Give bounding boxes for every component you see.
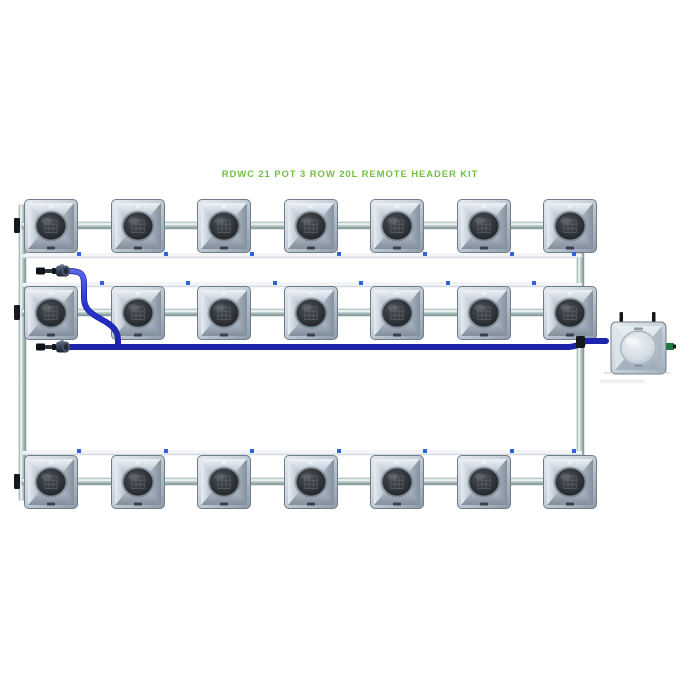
support-rail (21, 450, 583, 456)
pot-module[interactable] (543, 199, 597, 253)
pot-module[interactable] (284, 199, 338, 253)
end-cap (14, 474, 20, 489)
rail-markers (100, 281, 536, 285)
valve-lower[interactable] (36, 340, 71, 353)
row-bottom (14, 449, 597, 509)
pot-module[interactable] (197, 455, 251, 509)
left-manifold (18, 204, 27, 501)
pot-module[interactable] (543, 455, 597, 509)
pot-module[interactable] (24, 286, 78, 340)
remote-header-reservoir[interactable] (610, 312, 676, 375)
rail-markers (77, 449, 576, 453)
pot-module[interactable] (24, 199, 78, 253)
outlet-tee (576, 336, 585, 348)
pot-module[interactable] (543, 286, 597, 340)
pot-module[interactable] (370, 199, 424, 253)
feed-tubing (65, 268, 609, 350)
pot-module[interactable] (284, 286, 338, 340)
pot-module[interactable] (457, 455, 511, 509)
pot-module[interactable] (284, 455, 338, 509)
end-cap (14, 218, 20, 233)
pot-module[interactable] (457, 199, 511, 253)
green-outlet-fitting (666, 343, 674, 350)
valve-upper[interactable] (36, 264, 71, 277)
support-rail (21, 253, 583, 259)
rail-markers (77, 252, 576, 256)
reservoir-shadow-line (604, 372, 670, 374)
pot-module[interactable] (370, 455, 424, 509)
pot-module[interactable] (370, 286, 424, 340)
pot-module[interactable] (111, 455, 165, 509)
page-title: RDWC 21 POT 3 ROW 20L REMOTE HEADER KIT (221, 169, 479, 180)
row-top (14, 199, 597, 259)
reservoir-base-line (599, 379, 645, 383)
pot-module[interactable] (24, 455, 78, 509)
pot-module[interactable] (457, 286, 511, 340)
end-cap (14, 305, 20, 320)
row-middle (14, 281, 597, 340)
pot-module[interactable] (197, 286, 251, 340)
pot-module[interactable] (197, 199, 251, 253)
pot-module[interactable] (111, 286, 165, 340)
pot-module[interactable] (111, 199, 165, 253)
